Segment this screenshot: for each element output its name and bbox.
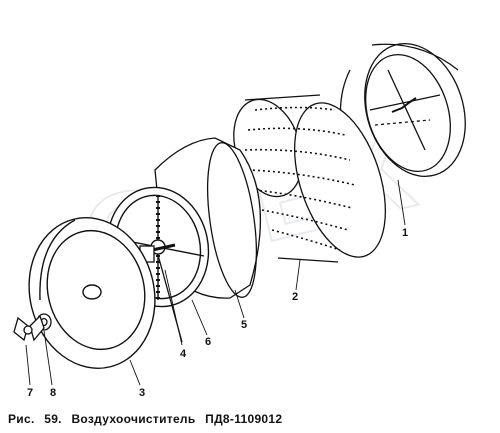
caption-model: ПД8-1109012 (205, 412, 283, 426)
callout-5: 5 (241, 319, 247, 331)
housing-cup (339, 42, 466, 178)
leader-lines (25, 179, 406, 386)
callout-2: 2 (292, 291, 298, 303)
callout-7: 7 (27, 387, 33, 399)
callout-1: 1 (402, 227, 408, 239)
wing-nut (13, 314, 45, 342)
figure-caption: Рис. 59. Воздухоочиститель ПД8-1109012 (8, 412, 288, 426)
front-cover (28, 217, 156, 369)
caption-number: 59. (44, 412, 62, 426)
caption-title: Воздухоочиститель (71, 412, 196, 426)
callout-6: 6 (205, 336, 211, 348)
callout-8: 8 (50, 387, 56, 399)
callout-3: 3 (139, 387, 145, 399)
caption-prefix: Рис. (8, 412, 35, 426)
callout-4: 4 (180, 348, 187, 360)
